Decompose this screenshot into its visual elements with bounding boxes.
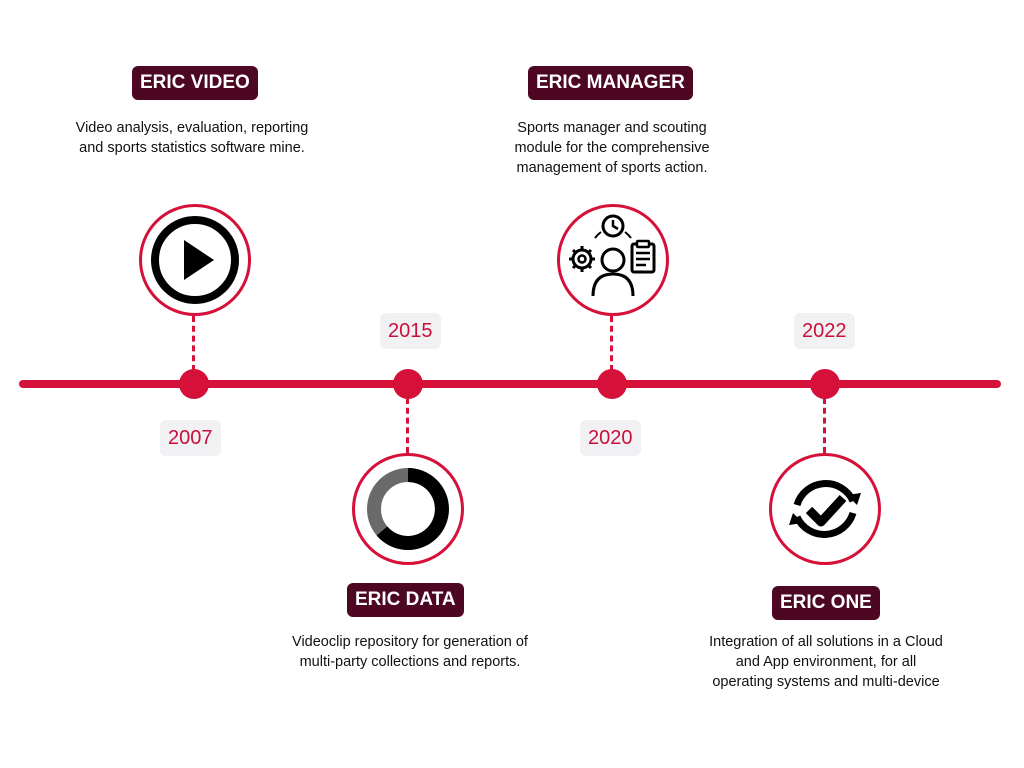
milestone-icon-circle <box>769 453 881 565</box>
connector-dash <box>610 316 613 371</box>
milestone-title: ERIC ONE <box>772 586 880 620</box>
check-sync-icon <box>789 480 861 538</box>
milestone-icon-circle <box>352 453 464 565</box>
connector-dash <box>823 398 826 453</box>
milestone-icon-circle <box>139 204 251 316</box>
play-icon <box>151 216 239 304</box>
connector-dash <box>192 316 195 371</box>
milestone-title: ERIC DATA <box>347 583 464 617</box>
milestone-year: 2020 <box>580 420 641 456</box>
milestone-year: 2022 <box>794 313 855 349</box>
milestone-description: Videoclip repository for generation of m… <box>292 634 528 670</box>
timeline-line <box>19 380 1001 388</box>
milestone-description: Sports manager and scouting module for t… <box>514 120 710 176</box>
timeline-dot <box>597 369 627 399</box>
connector-dash <box>406 398 409 453</box>
milestone-title: ERIC MANAGER <box>528 66 693 100</box>
milestone-year: 2007 <box>160 420 221 456</box>
timeline-dot <box>179 369 209 399</box>
donut-chart-icon <box>367 468 449 550</box>
timeline-dot <box>810 369 840 399</box>
manager-icon <box>569 214 656 297</box>
milestone-description: Integration of all solutions in a Cloud … <box>709 634 943 690</box>
milestone-icon-circle <box>557 204 669 316</box>
milestone-title: ERIC VIDEO <box>132 66 258 100</box>
milestone-description: Video analysis, evaluation, reporting an… <box>75 120 309 156</box>
timeline-dot <box>393 369 423 399</box>
milestone-year: 2015 <box>380 313 441 349</box>
